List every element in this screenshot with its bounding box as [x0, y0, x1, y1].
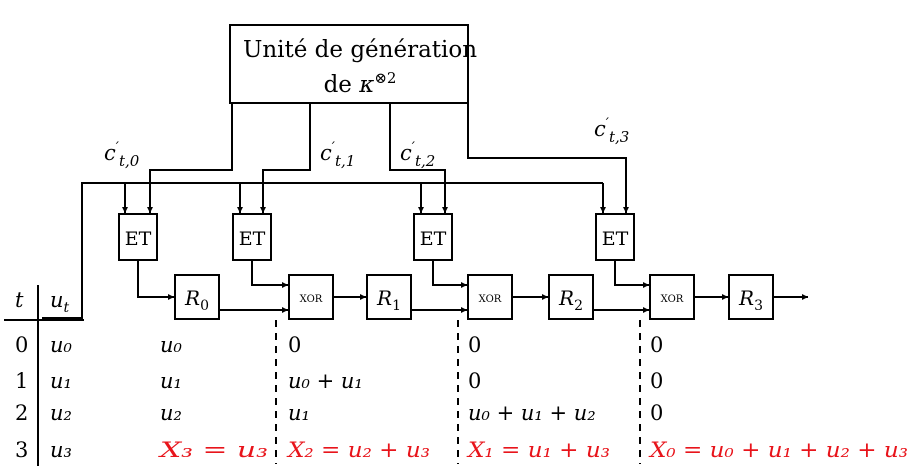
row2-t: 2	[15, 401, 28, 425]
output-x1: X₁ = u₁ + u₃	[466, 438, 610, 462]
generation-unit-prefix: de	[324, 72, 360, 98]
label-c0: c′t,0	[104, 140, 140, 170]
row0-r0: u₀	[160, 333, 183, 357]
wire-c0	[147, 103, 233, 213]
kappa-symbol: κ	[358, 72, 374, 98]
row1-r1: u₀ + u₁	[288, 369, 363, 393]
row1-t: 1	[15, 369, 28, 393]
register-r0-label: R0	[184, 286, 209, 314]
register-r2	[548, 274, 594, 320]
and-gate-1-label: ET	[239, 228, 266, 250]
row0-u: u₀	[50, 333, 73, 357]
register-r1-label: R1	[376, 286, 401, 314]
xor-gate-2-label: XOR	[479, 294, 502, 305]
label-c3: c′t,3	[594, 116, 629, 146]
register-r1	[366, 274, 412, 320]
and-gate-0-label: ET	[125, 228, 152, 250]
row0-r1: 0	[288, 333, 301, 357]
row1-r0: u₁	[160, 369, 182, 393]
and-gate-2-label: ET	[420, 228, 447, 250]
xor-gate-1-label: XOR	[300, 294, 323, 305]
register-r3-label: R3	[738, 286, 763, 314]
output-x0: X₀ = u₀ + u₁ + u₂ + u₃	[648, 438, 908, 462]
row1-r2: 0	[468, 369, 481, 393]
row1-r3: 0	[650, 369, 663, 393]
row2-r3: 0	[650, 401, 663, 425]
row0-t: 0	[15, 333, 28, 357]
row1-u: u₁	[50, 369, 72, 393]
row2-r2: u₀ + u₁ + u₂	[468, 401, 596, 425]
wire-c1	[260, 103, 311, 213]
label-c2: c′t,2	[400, 140, 435, 170]
output-x2: X₂ = u₂ + u₃	[286, 438, 430, 462]
table-row-2: 2 u₂ u₂ u₁ u₀ + u₁ + u₂ 0	[15, 401, 663, 425]
row2-r0: u₂	[160, 401, 182, 425]
row3-t: 3	[15, 438, 28, 462]
table-header-t: t	[15, 288, 24, 312]
register-r0	[174, 274, 220, 320]
wire-et2-xor2	[432, 260, 467, 288]
row0-r3: 0	[650, 333, 663, 357]
row2-u: u₂	[50, 401, 72, 425]
xor-gate-3-label: XOR	[661, 294, 684, 305]
wire-et1-xor1	[251, 260, 288, 288]
and-gate-3-label: ET	[602, 228, 629, 250]
generation-unit-line1: Unité de génération	[243, 37, 477, 63]
table-row-0: 0 u₀ u₀ 0 0 0	[15, 333, 663, 357]
table-header-u: ut	[50, 288, 70, 316]
wire-input-bus	[42, 182, 603, 319]
wire-et3-xor3	[614, 260, 649, 288]
wire-c3	[467, 103, 629, 213]
generation-unit-box	[229, 24, 469, 104]
row3-u: u₃	[50, 438, 72, 462]
wire-et0-r0	[137, 260, 174, 300]
row2-r1: u₁	[288, 401, 310, 425]
generation-unit-line2: de κ⊗2	[324, 69, 397, 98]
table-row-1: 1 u₁ u₁ u₀ + u₁ 0 0	[15, 369, 663, 393]
kappa-exponent: ⊗2	[374, 69, 396, 87]
row0-r2: 0	[468, 333, 481, 357]
table-row-3: 3 u₃ X₃ = u₃ X₂ = u₂ + u₃ X₁ = u₁ + u₃ X…	[15, 438, 908, 462]
register-r2-label: R2	[558, 286, 583, 314]
label-c1: c′t,1	[320, 140, 355, 170]
wire-c2	[389, 103, 448, 213]
output-x3: X₃ = u₃	[157, 438, 268, 462]
